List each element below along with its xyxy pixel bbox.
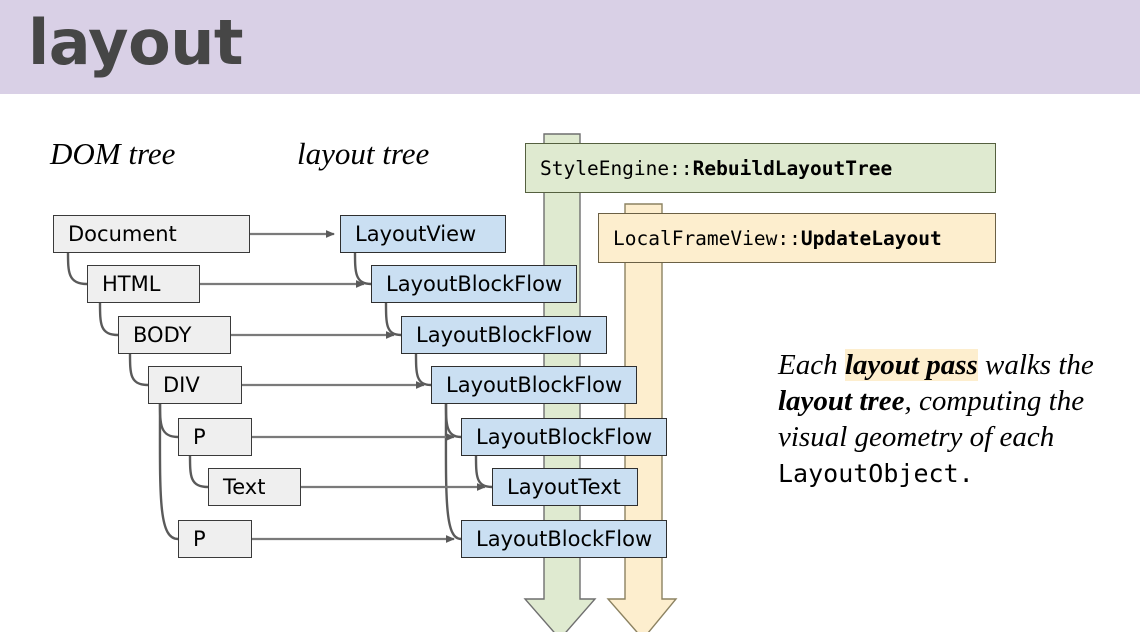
- callout-method-update-layout: UpdateLayout: [800, 226, 942, 250]
- prose-part-1: Each: [778, 349, 845, 381]
- dom-node-p-second[interactable]: P: [178, 520, 252, 558]
- prose-part-3: , computing the visual geometry of each: [778, 385, 1085, 453]
- tree-connectors: [66, 230, 493, 543]
- layout-node-layoutview[interactable]: LayoutView: [340, 215, 506, 253]
- layout-node-layouttext[interactable]: LayoutText: [492, 468, 638, 506]
- prose-mono-layoutobject: LayoutObject.: [778, 459, 974, 488]
- callout-prefix-style-engine: StyleEngine::: [540, 156, 693, 180]
- layout-edge-lbf4-text: [474, 454, 493, 489]
- dom-edge-html-body: [98, 301, 119, 337]
- layout-tree-heading: layout tree: [297, 136, 430, 171]
- layout-node-blockflow-4[interactable]: LayoutBlockFlow: [461, 418, 667, 456]
- layout-node-blockflow-3[interactable]: LayoutBlockFlow: [431, 366, 637, 404]
- layout-edge-lbf1-lbf2: [384, 301, 402, 337]
- dom-node-div[interactable]: DIV: [148, 366, 242, 404]
- dom-tree-heading: DOM tree: [50, 136, 176, 171]
- layout-edge-view-lbf1: [353, 251, 372, 286]
- dom-node-html[interactable]: HTML: [87, 265, 200, 303]
- callout-prefix-local-frame-view: LocalFrameView::: [613, 226, 801, 250]
- callout-method-rebuild-layout-tree: RebuildLayoutTree: [692, 156, 893, 180]
- slide-title-bar: layout: [0, 0, 1140, 94]
- diagram-stage: DOM tree layout tree Document HTML BODY …: [0, 94, 1140, 632]
- dom-edge-p1-text: [188, 454, 209, 489]
- page-title: layout: [28, 6, 243, 79]
- dom-edge-document-html: [66, 251, 88, 286]
- dom-edge-body-div: [128, 352, 149, 387]
- dom-node-p-first[interactable]: P: [178, 418, 252, 456]
- prose-bold-layout-tree: layout tree: [778, 385, 905, 417]
- dom-node-body[interactable]: BODY: [118, 316, 231, 354]
- callout-update-layout[interactable]: LocalFrameView::UpdateLayout: [598, 213, 996, 263]
- layout-node-blockflow-5[interactable]: LayoutBlockFlow: [461, 520, 667, 558]
- layout-edge-lbf3-lbf5: [444, 402, 462, 541]
- dom-edge-div-p1: [158, 402, 179, 439]
- layout-node-blockflow-2[interactable]: LayoutBlockFlow: [401, 316, 607, 354]
- prose-part-2: walks the: [977, 349, 1094, 381]
- prose-highlight-layout-pass: layout pass: [844, 349, 978, 381]
- dom-node-document[interactable]: Document: [53, 215, 250, 253]
- explanatory-text: Each layout pass walks the layout tree, …: [778, 347, 1108, 492]
- layout-edge-lbf2-lbf3: [414, 352, 432, 387]
- dom-node-text[interactable]: Text: [208, 468, 301, 506]
- layout-edge-lbf3-lbf4: [444, 402, 462, 439]
- layout-node-blockflow-1[interactable]: LayoutBlockFlow: [371, 265, 577, 303]
- callout-rebuild-layout-tree[interactable]: StyleEngine::RebuildLayoutTree: [525, 143, 996, 193]
- dom-edge-div-p2: [158, 402, 179, 541]
